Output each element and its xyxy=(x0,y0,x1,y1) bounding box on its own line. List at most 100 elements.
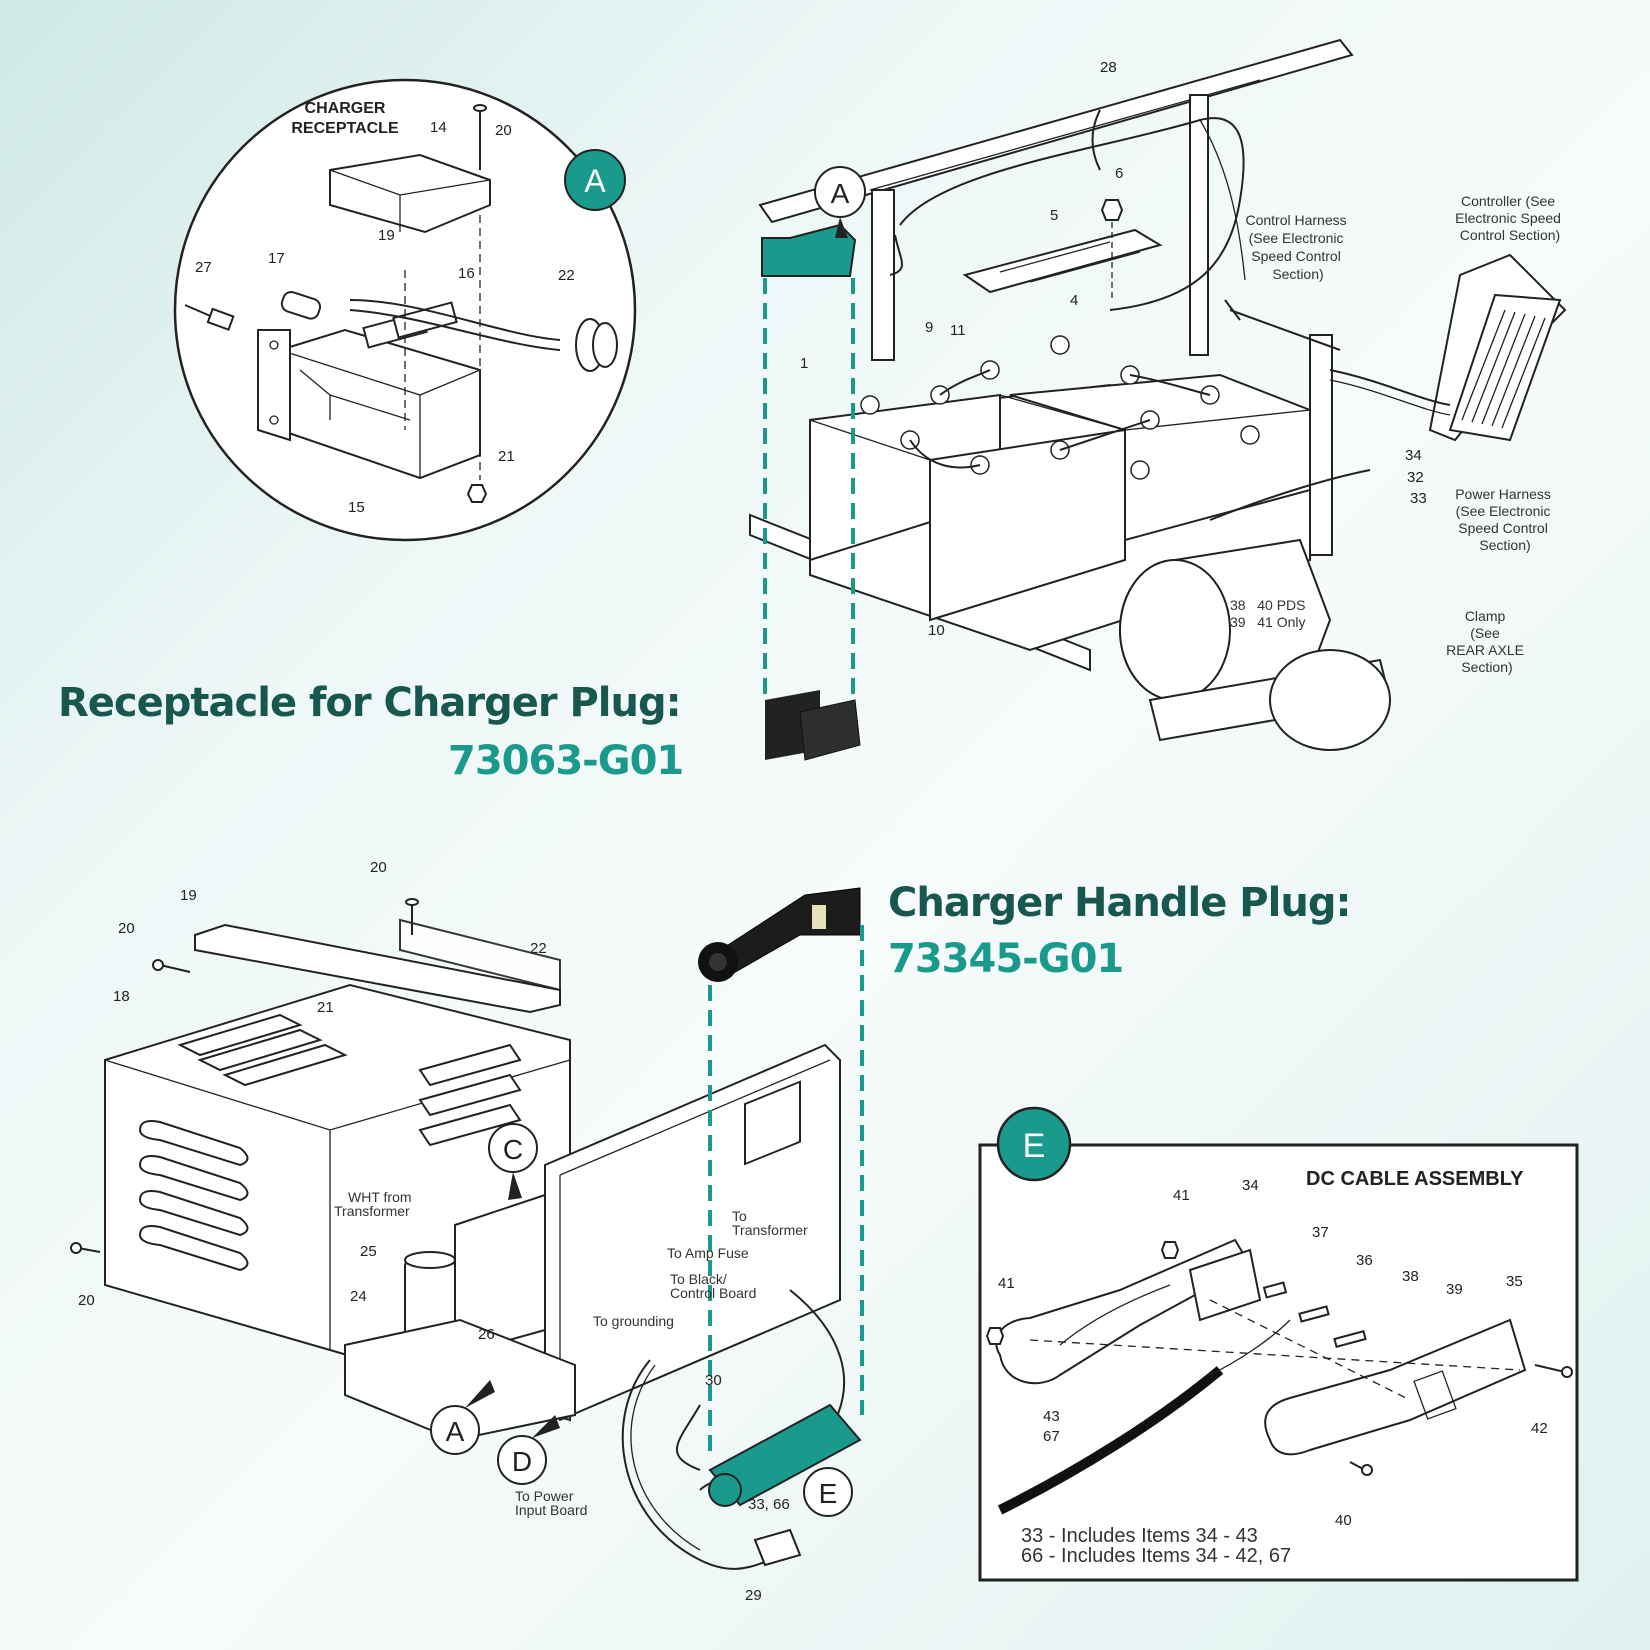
charger-item-29: 29 xyxy=(745,1587,762,1604)
to-black-label-1: To Black/ xyxy=(670,1271,727,1287)
svg-text:A: A xyxy=(446,1416,465,1447)
svg-text:E: E xyxy=(819,1478,838,1509)
to-transformer-label-2: Transformer xyxy=(732,1222,808,1238)
control-harness-label-4: Section) xyxy=(1272,266,1323,282)
dc-item-40: 40 xyxy=(1335,1512,1352,1529)
dc-item-38: 38 xyxy=(1402,1268,1419,1285)
svg-text:Clamp (See REAR AX: Clamp (See REAR AXLE Section) xyxy=(1446,608,1528,675)
item-10: 10 xyxy=(928,622,945,639)
item-14: 14 xyxy=(430,119,447,136)
cart-battery-diagram: A 28 6 5 4 9 11 1 10 34 32 33 Control Ha… xyxy=(749,38,1567,761)
item-27: 27 xyxy=(195,259,212,276)
item-16: 16 xyxy=(458,265,475,282)
item-22: 22 xyxy=(558,267,575,284)
callout-a-detail: A xyxy=(584,163,606,199)
control-harness-label-2: (See Electronic xyxy=(1249,230,1344,246)
dc-note-2: 66 - Includes Items 34 - 42, 67 xyxy=(1021,1545,1291,1567)
charger-item-30: 30 xyxy=(705,1372,722,1389)
to-grounding-label: To grounding xyxy=(593,1313,674,1329)
svg-text:Power Harness (See Elect: Power Harness (See Electronic Speed Cont… xyxy=(1455,486,1555,553)
charger-item-20-bottom: 20 xyxy=(78,1292,95,1309)
receptacle-detail-view: A CHARGER RECEPTACLE 14 20 19 17 27 16 2… xyxy=(173,78,637,542)
dc-item-41-top: 41 xyxy=(1173,1187,1190,1204)
charger-item-25: 25 xyxy=(360,1243,377,1260)
dc-cable-assembly: DC CABLE ASSEMBLY E 41 34 37 36 38 xyxy=(978,1106,1579,1582)
dc-item-67: 67 xyxy=(1043,1428,1060,1445)
callout-e-box: E xyxy=(1023,1127,1046,1165)
svg-text:To Transformer: To Transformer xyxy=(732,1208,808,1238)
screw-20-left xyxy=(152,959,191,973)
item-5: 5 xyxy=(1050,207,1058,224)
pds-label-1: 38 40 PDS xyxy=(1230,597,1306,613)
svg-text:C: C xyxy=(503,1134,523,1165)
clamp-label-3: REAR AXLE xyxy=(1446,642,1524,658)
receptacle-detail-title-1: CHARGER xyxy=(305,100,386,117)
handle-plug-part-number: 73345-G01 xyxy=(888,936,1124,982)
item-11: 11 xyxy=(950,322,966,339)
callout-a-cart: A xyxy=(831,178,850,209)
control-harness-label-1: Control Harness xyxy=(1245,212,1346,228)
wht-label-1: WHT from xyxy=(348,1189,412,1205)
svg-text:To Black/ Control Board: To Black/ Control Board xyxy=(670,1271,756,1301)
charger-item-19: 19 xyxy=(180,887,197,904)
dc-item-37: 37 xyxy=(1312,1224,1329,1241)
svg-text:Control Harness (See Ele: Control Harness (See Electronic Speed Co… xyxy=(1245,212,1350,282)
dc-item-34: 34 xyxy=(1242,1177,1259,1194)
wht-label-2: Transformer xyxy=(334,1203,410,1219)
to-amp-fuse-label: To Amp Fuse xyxy=(667,1245,749,1261)
screw-20-top xyxy=(405,898,419,935)
power-harness-label-3: Speed Control xyxy=(1458,520,1548,536)
svg-text:To Power Input Board: To Power Input Board xyxy=(515,1488,587,1518)
item-4: 4 xyxy=(1070,292,1078,309)
power-harness-label-2: (See Electronic xyxy=(1456,503,1551,519)
dc-item-39: 39 xyxy=(1446,1281,1463,1298)
item-15: 15 xyxy=(348,499,365,516)
callout-c: C xyxy=(488,1123,538,1200)
svg-text:Controller (See Electron: Controller (See Electronic Speed Control… xyxy=(1455,193,1565,243)
callout-d: D xyxy=(497,1415,560,1485)
charger-item-24: 24 xyxy=(350,1288,367,1305)
clamp-label-2: (See xyxy=(1470,625,1500,641)
item-19: 19 xyxy=(378,227,395,244)
controller-label-2: Electronic Speed xyxy=(1455,210,1561,226)
to-black-label-2: Control Board xyxy=(670,1285,756,1301)
item-6: 6 xyxy=(1115,165,1123,182)
item-1: 1 xyxy=(800,355,808,372)
dc-item-43: 43 xyxy=(1043,1408,1060,1425)
item-21: 21 xyxy=(498,448,515,465)
svg-text:D: D xyxy=(512,1446,532,1477)
screw-20-bottom xyxy=(70,1242,101,1254)
charger-item-21: 21 xyxy=(317,999,334,1016)
callout-e-charger: E xyxy=(803,1467,853,1517)
dc-cable-title: DC CABLE ASSEMBLY xyxy=(1306,1168,1524,1190)
charger-item-20-top: 20 xyxy=(370,859,387,876)
dc-item-35: 35 xyxy=(1506,1273,1523,1290)
pds-label-2: 39 41 Only xyxy=(1230,614,1306,630)
controller-label-1: Controller (See xyxy=(1461,193,1555,209)
power-harness-label-1: Power Harness xyxy=(1455,486,1551,502)
callout-a-charger: A xyxy=(430,1380,495,1455)
item-34: 34 xyxy=(1405,447,1422,464)
power-harness-label-4: Section) xyxy=(1479,537,1530,553)
to-power-label-1: To Power xyxy=(515,1488,574,1504)
charger-item-26: 26 xyxy=(478,1326,495,1343)
to-power-label-2: Input Board xyxy=(515,1502,587,1518)
dc-note-1: 33 - Includes Items 34 - 43 xyxy=(1021,1525,1258,1547)
to-transformer-label-1: To xyxy=(732,1208,747,1224)
receptacle-heading: Receptacle for Charger Plug: xyxy=(58,680,682,726)
handle-plug-heading: Charger Handle Plug: xyxy=(888,880,1351,926)
charger-item-33-66: 33, 66 xyxy=(748,1496,790,1513)
receptacle-detail-title-2: RECEPTACLE xyxy=(291,120,399,137)
clamp-label-1: Clamp xyxy=(1465,608,1506,624)
dc-item-42: 42 xyxy=(1531,1420,1548,1437)
charger-item-18: 18 xyxy=(113,988,130,1005)
dc-item-36: 36 xyxy=(1356,1252,1373,1269)
item-9: 9 xyxy=(925,319,933,336)
item-32: 32 xyxy=(1407,469,1424,486)
clamp-label-4: Section) xyxy=(1461,659,1512,675)
dc-item-41-left: 41 xyxy=(998,1275,1015,1292)
item-28: 28 xyxy=(1100,59,1117,76)
receptacle-part-number: 73063-G01 xyxy=(448,738,684,784)
charger-item-22: 22 xyxy=(530,940,547,957)
